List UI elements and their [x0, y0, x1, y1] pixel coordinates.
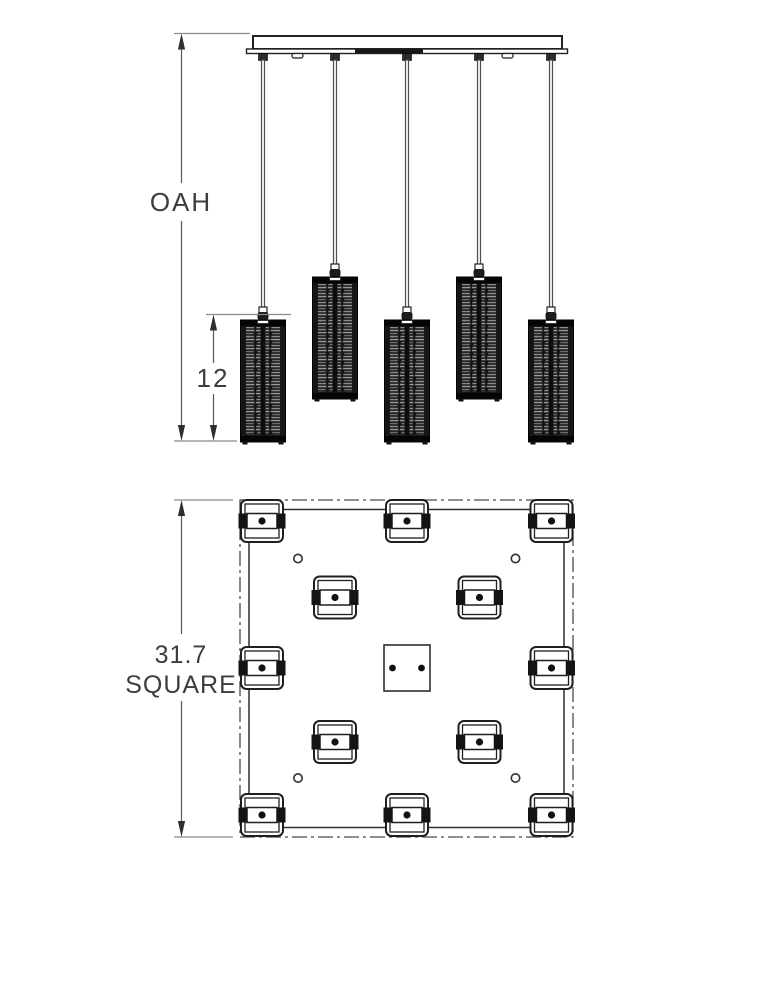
pendant-shade [239, 306, 287, 446]
pendant-position-symbol [527, 793, 576, 837]
mounting-hole [510, 553, 521, 564]
pendant-position-symbol [310, 720, 360, 764]
arrowhead-up [177, 500, 186, 516]
arrowhead-up [209, 314, 218, 331]
suspension-cord [548, 59, 554, 308]
pendant-position-symbol [237, 793, 287, 837]
suspension-cord [476, 59, 482, 265]
pendant-position-symbol [455, 575, 504, 620]
pendant-shade [527, 306, 575, 446]
canopy-width-unit: SQUARE [125, 671, 237, 699]
canopy-width-dimension: 31.7 SQUARE [125, 499, 237, 838]
pendant-shade [455, 263, 503, 403]
pendant-position-symbol [382, 499, 432, 543]
suspension-cord [332, 59, 338, 265]
suspension-cord [404, 59, 410, 308]
pendant-position-symbol [382, 793, 432, 837]
arrowhead-down [177, 821, 186, 837]
center-junction-box [383, 644, 431, 692]
shade-height-label: 12 [197, 363, 230, 393]
pendant-position-symbol [455, 720, 504, 764]
arrowhead-down [177, 425, 186, 441]
oah-dimension: OAH [150, 32, 250, 442]
mounting-hole [510, 772, 521, 783]
pendant-position-symbol [527, 646, 576, 690]
canopy-clip [501, 52, 514, 59]
arrowhead-up [177, 33, 186, 50]
canopy-width-value: 31.7 [155, 641, 208, 669]
arrowhead-down [209, 425, 218, 441]
mounting-hole [292, 772, 303, 783]
shade-height-dimension: 12 [197, 313, 291, 441]
oah-label: OAH [150, 187, 212, 217]
canopy-center-detail [355, 49, 423, 53]
canopy-clip [291, 52, 304, 59]
pendant-position-symbol [310, 575, 360, 620]
plan-view: 31.7 SQUARE [125, 499, 576, 838]
pendant-shade [383, 306, 431, 446]
pendant-shade [311, 263, 359, 403]
mounting-hole [292, 553, 303, 564]
suspension-cord [260, 59, 266, 308]
pendant-position-symbol [527, 499, 576, 543]
pendant-position-symbol [237, 499, 287, 543]
suspension-cords [260, 59, 554, 308]
elevation-view: OAH 12 [150, 32, 575, 446]
mounting-holes [292, 553, 521, 783]
pendant-position-symbol [237, 646, 287, 690]
